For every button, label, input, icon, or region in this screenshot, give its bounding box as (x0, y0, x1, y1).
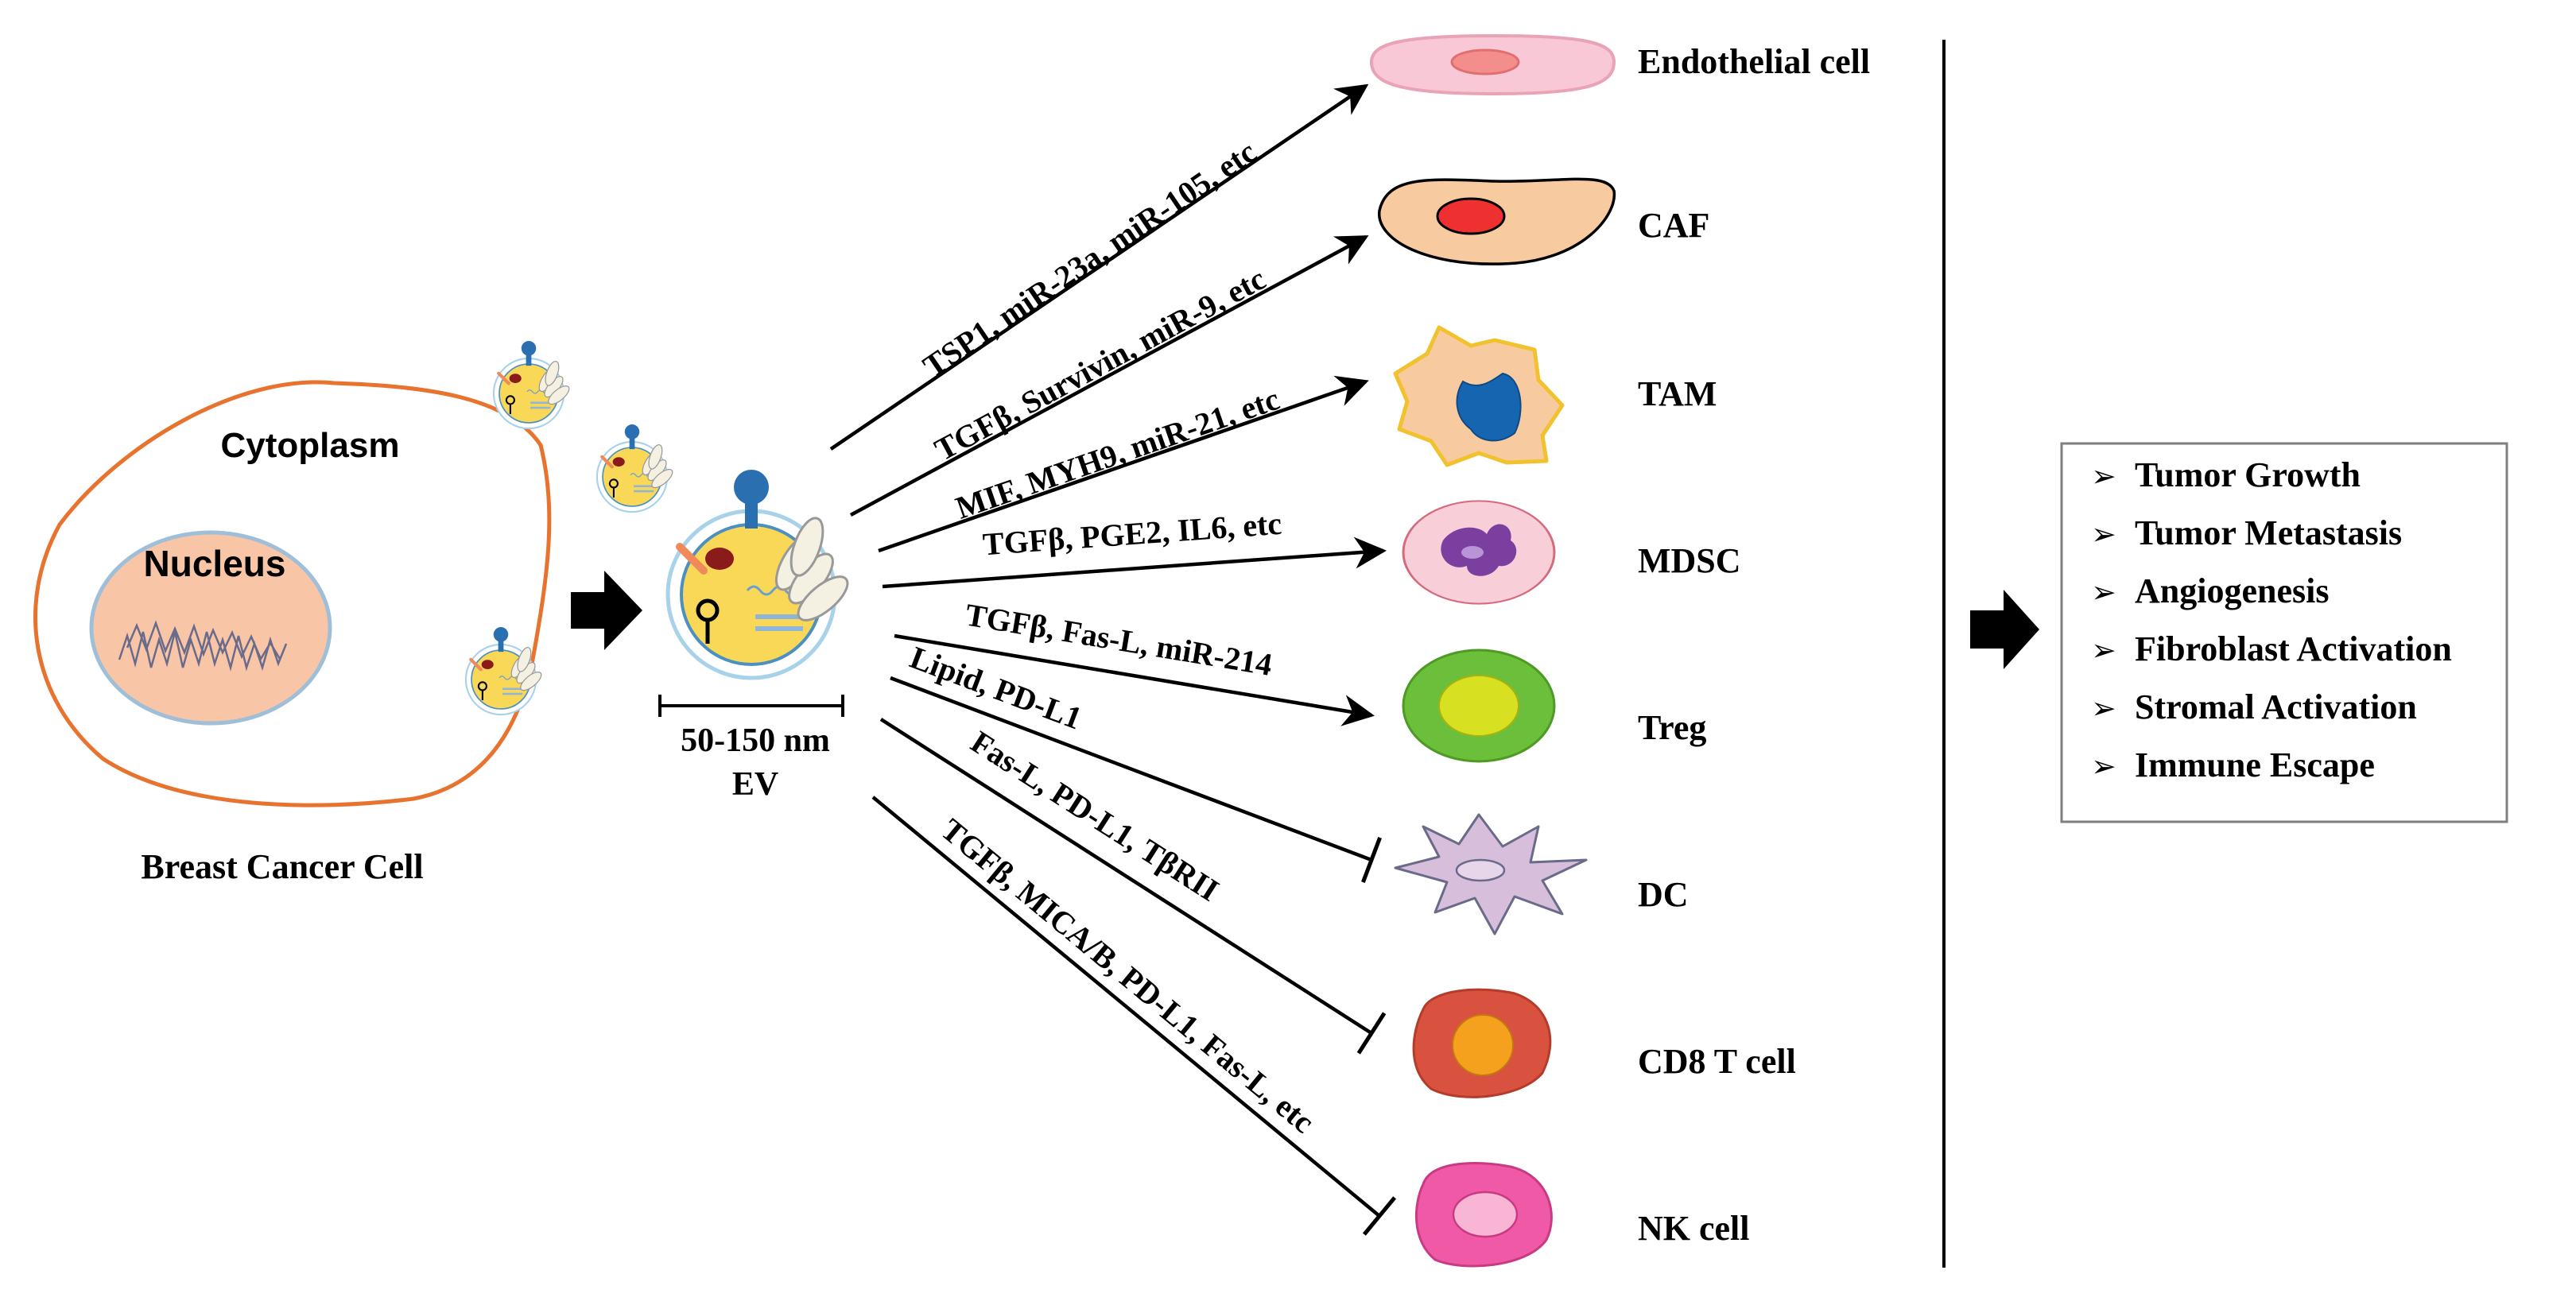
outcome-item: ➢ Fibroblast Activation (2091, 629, 2452, 668)
arrow-to-tam (878, 375, 1369, 553)
outcome-label: Angiogenesis (2135, 571, 2329, 610)
nucleus-label: Nucleus (144, 543, 286, 584)
caf-cell-icon (1378, 177, 1616, 265)
mdsc-cell-icon (1402, 500, 1556, 605)
inhibition-bar-dc (1361, 837, 1382, 883)
inhibition-bar-nk-cell (1362, 1196, 1397, 1236)
outcome-label: Immune Escape (2135, 745, 2375, 784)
cargo-label-mdsc: TGFβ, PGE2, IL6, etc (982, 505, 1283, 563)
bullet-arrow-icon: ➢ (2091, 750, 2116, 784)
ev-size-label: 50-150 nm (681, 722, 830, 759)
dc-cell-icon (1394, 813, 1588, 935)
inhibition-line-to-cd8-t-cell (879, 718, 1373, 1035)
target-label-caf: CAF (1638, 206, 1709, 245)
outcome-item: ➢ Tumor Metastasis (2091, 513, 2402, 552)
bullet-arrow-icon: ➢ (2091, 692, 2116, 726)
block-arrow-to-outcomes (1970, 590, 2039, 669)
outcomes-box: ➢ Tumor Growth ➢ Tumor Metastasis ➢ Angiogene… (2060, 442, 2508, 823)
nk-cell-icon (1414, 1161, 1553, 1268)
main-ev (665, 470, 849, 680)
target-label-mdsc: MDSC (1638, 541, 1741, 580)
arrow-to-endothelial-cell (829, 83, 1369, 451)
target-label-tam: TAM (1638, 374, 1717, 413)
arrow-to-caf (849, 235, 1369, 517)
outcome-item: ➢ Angiogenesis (2091, 571, 2329, 610)
tam-cell-icon (1393, 325, 1565, 467)
cargo-label-caf: TGFβ, Survivin, miR-9, etc (929, 261, 1271, 468)
target-label-nk-cell: NK cell (1638, 1209, 1750, 1248)
arrow-to-treg (894, 633, 1375, 726)
ev-scale-bar (658, 695, 844, 717)
target-label-treg: Treg (1638, 708, 1706, 747)
inhibition-bar-cd8-t-cell (1356, 1012, 1387, 1055)
target-label-dc: DC (1638, 875, 1689, 914)
budding-ev-top (492, 341, 570, 430)
cell-membrane (33, 380, 552, 807)
outcome-item: ➢ Stromal Activation (2091, 687, 2417, 726)
outcome-label: Fibroblast Activation (2135, 629, 2452, 668)
outcome-list: ➢ Tumor Growth ➢ Tumor Metastasis ➢ Angiogene… (2091, 455, 2452, 784)
target-label-cd8-t-cell: CD8 T cell (1638, 1042, 1796, 1081)
outcome-label: Tumor Growth (2135, 455, 2361, 494)
cargo-label-nk-cell: TGFβ, MICA/B, PD-L1, Fas-L, etc (934, 811, 1321, 1140)
endothelial-cell-icon (1369, 33, 1616, 96)
cd8-t-cell-icon (1412, 988, 1552, 1098)
outcome-label: Tumor Metastasis (2135, 513, 2402, 552)
treg-cell-icon (1402, 649, 1556, 763)
bullet-arrow-icon: ➢ (2091, 576, 2116, 610)
breast-cancer-cell-title: Breast Cancer Cell (141, 847, 423, 886)
cargo-label-treg: TGFβ, Fas-L, miR-214 (963, 596, 1274, 682)
nucleus (89, 530, 332, 726)
bullet-arrow-icon: ➢ (2091, 460, 2116, 494)
chromatin-icon (118, 620, 288, 672)
outcome-label: Stromal Activation (2135, 687, 2417, 726)
ev-label: EV (732, 766, 778, 803)
cytoplasm-label: Cytoplasm (221, 426, 400, 465)
budding-ev-bottom (464, 627, 542, 716)
bullet-arrow-icon: ➢ (2091, 634, 2116, 668)
inhibition-line-to-dc (890, 676, 1372, 862)
breast-cancer-cell: Cytoplasm Nucleus Breast Cancer Cell (33, 380, 552, 886)
outcome-item: ➢ Immune Escape (2091, 745, 2375, 784)
inhibition-line-to-nk-cell (871, 796, 1381, 1218)
outcome-item: ➢ Tumor Growth (2091, 455, 2361, 494)
cargo-label-endothelial-cell: TSP1, miR-23a, miR-105, etc (917, 134, 1263, 385)
block-arrow-to-ev (571, 571, 642, 650)
target-label-endothelial-cell: Endothelial cell (1638, 42, 1870, 81)
budding-ev-middle (596, 424, 673, 513)
bullet-arrow-icon: ➢ (2091, 518, 2116, 552)
arrow-to-mdsc (882, 536, 1387, 589)
